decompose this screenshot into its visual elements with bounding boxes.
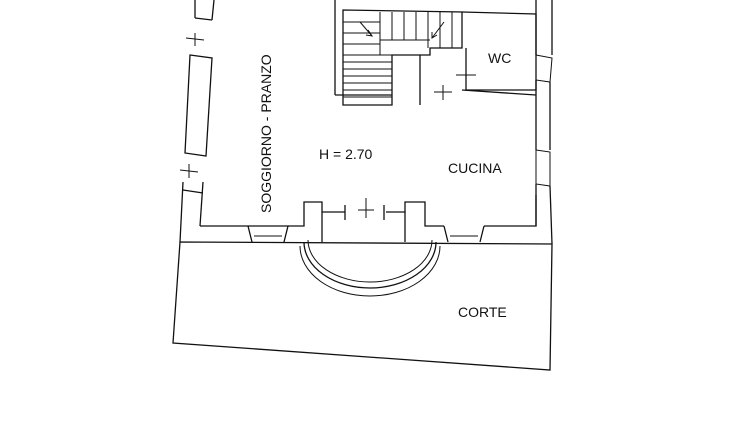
right-exterior-wall: [535, 0, 553, 245]
bottom-interior-wall: [200, 195, 537, 243]
room-label-kitchen: CUCINA: [448, 160, 502, 176]
room-label-court: CORTE: [458, 304, 507, 320]
staircase: [334, 0, 463, 106]
right-window-top: [535, 54, 553, 83]
room-label-wc: WC: [488, 50, 511, 66]
left-window: [184, 54, 213, 157]
stair-treads: [343, 12, 453, 98]
courtyard-outline: [172, 241, 553, 371]
left-exterior-wall: [179, 0, 215, 243]
room-label-living: SOGGIORNO - PRANZO: [258, 54, 274, 213]
right-window-bottom: [535, 149, 551, 187]
wc-room: [419, 11, 537, 105]
ceiling-height-label: H = 2.70: [319, 146, 373, 162]
arched-bay: [299, 212, 441, 297]
